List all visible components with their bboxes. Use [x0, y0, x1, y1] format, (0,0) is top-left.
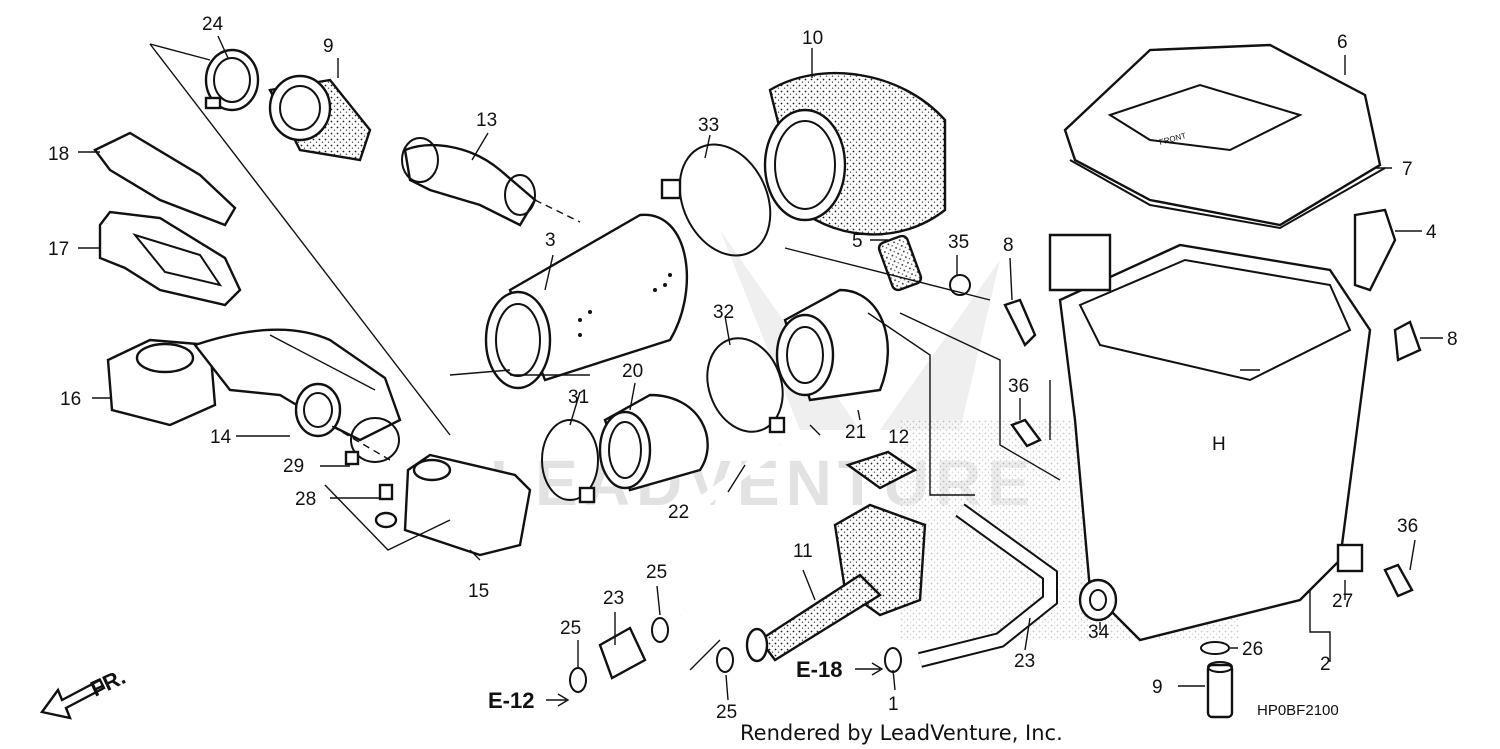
part-20-intake-boot[interactable] [598, 393, 709, 492]
part-22-breather-hose[interactable] [674, 440, 784, 617]
callout-16[interactable]: 15 [468, 581, 489, 602]
part-9-drain-tube[interactable] [1206, 661, 1234, 719]
part-1-clamp[interactable] [884, 647, 902, 673]
callout-4[interactable]: 4 [1426, 222, 1437, 243]
part-23-drain-hose[interactable] [918, 503, 1058, 668]
callout-23[interactable]: 23 [1014, 651, 1035, 672]
callout-28[interactable]: 28 [295, 489, 316, 510]
part-10-connecting-joint[interactable] [268, 74, 372, 162]
callout-7[interactable]: 7 [1402, 159, 1413, 180]
part-7-cover-gasket[interactable] [1069, 159, 1386, 230]
part-14-connecting-tube[interactable] [401, 137, 537, 227]
callout-34[interactable]: 34 [1088, 622, 1110, 643]
callout-5[interactable]: 5 [852, 231, 863, 252]
callout-15[interactable]: 14 [210, 427, 232, 448]
callout-29[interactable]: 29 [283, 456, 304, 477]
section-references: E-12 E-18 [488, 657, 884, 713]
part-21-connecting-boot[interactable] [775, 288, 889, 402]
part-31-clamp[interactable] [541, 419, 599, 504]
part-29-clamp[interactable] [344, 417, 400, 466]
part-24-tube[interactable] [598, 626, 647, 680]
part-19-duct-cover[interactable] [93, 131, 237, 227]
callout-2[interactable]: 2 [1320, 654, 1331, 675]
part-5-pipe[interactable] [877, 234, 923, 292]
reference-e-12[interactable]: E-12 [488, 688, 534, 713]
callout-labels: 24 9 13 18 17 16 14 29 28 15 3 31 20 32 … [48, 14, 1458, 723]
part-11-air-filter[interactable] [763, 72, 947, 236]
callout-20[interactable]: 20 [622, 361, 643, 382]
callout-12[interactable]: 11 [793, 541, 813, 562]
callout-26[interactable]: 26 [1242, 639, 1263, 660]
diagram-code: HP0BF2100 [1257, 702, 1339, 719]
part-3-filter-element[interactable] [484, 213, 689, 390]
part-25-clamp-b[interactable] [651, 617, 669, 643]
callout-25-b[interactable]: 25 [646, 562, 667, 583]
part-25-clamp-a[interactable] [569, 667, 587, 693]
part-4-clip[interactable] [1353, 208, 1397, 292]
callout-31[interactable]: 31 [568, 387, 589, 408]
callout-36-right[interactable]: 36 [1397, 516, 1418, 537]
part-6-air-cleaner-cover[interactable]: FRONT [1063, 43, 1382, 227]
callout-21[interactable]: 21 [845, 422, 866, 443]
callout-32[interactable]: 32 [713, 302, 734, 323]
part-18-duct-housing[interactable] [98, 210, 242, 307]
callout-13[interactable]: 12 [888, 427, 909, 448]
callout-17[interactable]: 16 [60, 389, 81, 410]
part-8-clip-right[interactable] [1393, 320, 1422, 362]
callout-14[interactable]: 13 [476, 110, 497, 131]
leader-lines [78, 35, 1443, 701]
callout-33[interactable]: 33 [698, 115, 719, 136]
callout-25-a[interactable]: 25 [560, 618, 581, 639]
part-26-clip[interactable] [1200, 641, 1230, 655]
case-h-marking: H [1212, 434, 1226, 455]
part-8-clip-left[interactable] [1003, 298, 1037, 348]
part-28-bolt[interactable] [374, 483, 398, 529]
callout-19[interactable]: 18 [48, 144, 69, 165]
callout-24[interactable]: 23 [603, 588, 624, 609]
callout-35[interactable]: 35 [948, 232, 969, 253]
callout-9[interactable]: 9 [1152, 677, 1163, 698]
callout-36-left[interactable]: 36 [1008, 376, 1029, 397]
part-36-bolt-right[interactable] [1383, 563, 1414, 598]
callout-3[interactable]: 3 [545, 230, 556, 251]
part-2-air-cleaner-case[interactable]: H [1048, 233, 1372, 642]
callout-11[interactable]: 10 [802, 28, 823, 49]
callout-1[interactable]: 1 [888, 694, 899, 715]
part-33-clamp[interactable] [660, 130, 788, 271]
part-34-grommet[interactable] [1078, 578, 1118, 622]
part-27-grommet[interactable] [1336, 543, 1364, 573]
callout-10[interactable]: 9 [323, 36, 334, 57]
part-35-clamp[interactable] [949, 274, 971, 296]
part-17-resonator-box[interactable] [106, 338, 217, 427]
guide-lines [149, 43, 1260, 671]
part-30-clamp[interactable] [204, 48, 260, 112]
callout-22[interactable]: 22 [668, 502, 689, 523]
callout-18[interactable]: 17 [48, 239, 69, 260]
callout-27[interactable]: 27 [1332, 591, 1353, 612]
part-13-pad[interactable] [845, 450, 918, 490]
callout-8-right[interactable]: 8 [1447, 329, 1458, 350]
render-credit: Rendered by LeadVenture, Inc. [740, 721, 1063, 745]
reference-e-18[interactable]: E-18 [796, 657, 842, 682]
part-25-clamp-c[interactable] [716, 647, 734, 673]
front-direction-marker: FR. [39, 664, 130, 720]
callout-30[interactable]: 24 [202, 14, 224, 35]
part-15-duct-tube[interactable] [193, 328, 402, 442]
front-marker-text: FR. [87, 664, 130, 702]
part-36-bolt-left[interactable] [1010, 418, 1042, 448]
callout-25-c[interactable]: 25 [716, 702, 737, 723]
part-16-intake-funnel[interactable] [403, 453, 532, 557]
callout-8-left[interactable]: 8 [1003, 235, 1014, 256]
part-12-breather-separator[interactable] [745, 503, 927, 663]
callout-6[interactable]: 6 [1337, 32, 1348, 53]
